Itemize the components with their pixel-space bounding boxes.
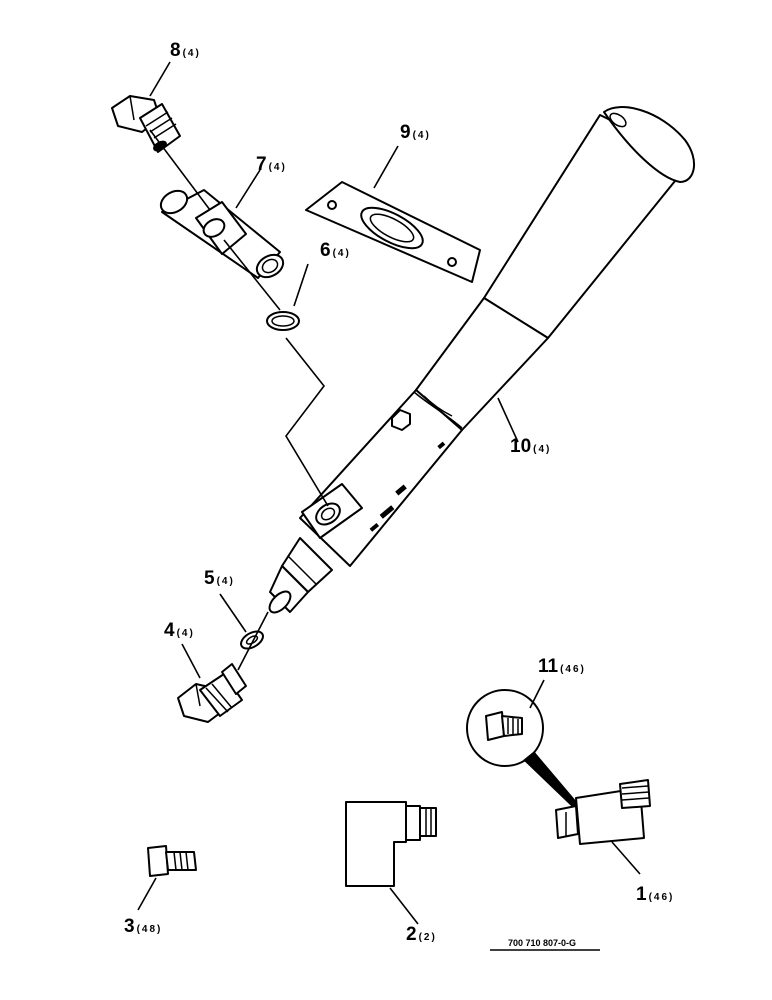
part-3-plug [147, 845, 197, 877]
callout-1: 1(46) [636, 884, 674, 905]
part-8-banjo-bolt [111, 95, 181, 153]
part-7-banjo-fitting [159, 189, 285, 279]
port-hole [315, 502, 341, 526]
part-4-hex-bolt [177, 663, 247, 723]
leader-lines [137, 61, 641, 925]
part-11-detail-bubble [466, 689, 579, 809]
part-10-tube-assembly [268, 106, 695, 614]
funnel-top [603, 106, 695, 183]
callout-9: 9(4) [400, 122, 431, 143]
part-6-o-ring [266, 311, 300, 331]
callout-4: 4(4) [164, 620, 195, 641]
part-1-elbow-fitting [555, 779, 651, 845]
part-5-lock-washer [240, 630, 264, 650]
lower-body [299, 389, 463, 567]
callout-6: 6(4) [320, 240, 351, 261]
drawing-code: 700 710 807-0-G [508, 938, 576, 948]
callout-5: 5(4) [204, 568, 235, 589]
callout-10: 10(4) [510, 436, 551, 457]
callout-8: 8(4) [170, 40, 201, 61]
callout-labels: 8(4) 7(4) 9(4) 6(4) 10(4) 5(4) 4(4) 11(4… [124, 40, 674, 945]
callout-7: 7(4) [256, 154, 287, 175]
callout-11: 11(46) [538, 656, 586, 677]
part-9-gasket-plate [305, 181, 481, 283]
callout-2: 2(2) [406, 924, 437, 945]
body-bolt-head [391, 409, 411, 431]
part-2-elbow-connector [345, 801, 437, 887]
callout-3: 3(48) [124, 916, 162, 937]
